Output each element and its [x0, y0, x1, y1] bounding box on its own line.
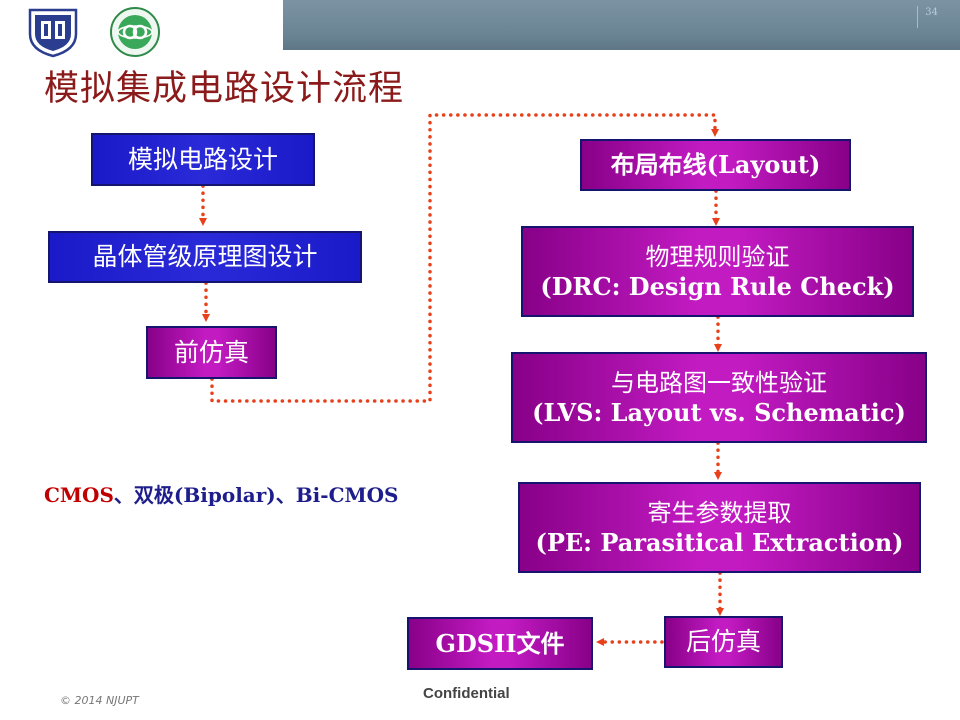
step-label: 模拟电路设计 — [127, 144, 278, 174]
step-gdsii-file: GDSII文件 — [407, 617, 593, 670]
arrow-presim-to-layout — [210, 113, 719, 403]
note-others: 、双极(Bipolar)、Bi-CMOS — [113, 483, 399, 507]
step-sublabel: (LVS: Layout vs. Schematic) — [532, 397, 906, 427]
step-analog-circuit-design: 模拟电路设计 — [91, 133, 315, 186]
step-label: 物理规则验证 — [645, 242, 790, 271]
step-drc: 物理规则验证 (DRC: Design Rule Check) — [521, 226, 914, 317]
note-cmos: CMOS — [44, 483, 114, 507]
step-label: 与电路图一致性验证 — [611, 368, 827, 397]
step-sublabel: (DRC: Design Rule Check) — [540, 271, 895, 301]
step-label: 布局布线(Layout) — [610, 150, 821, 179]
step-label: 后仿真 — [685, 627, 761, 657]
step-parasitic-extraction: 寄生参数提取 (PE: Parasitical Extraction) — [518, 482, 921, 573]
step-pre-simulation: 前仿真 — [146, 326, 277, 379]
step-lvs: 与电路图一致性验证 (LVS: Layout vs. Schematic) — [511, 352, 927, 443]
step-sublabel: (PE: Parasitical Extraction) — [535, 527, 904, 557]
slide-number: 34 — [925, 7, 938, 18]
step-post-simulation: 后仿真 — [664, 616, 783, 668]
step-transistor-schematic-design: 晶体管级原理图设计 — [48, 231, 362, 283]
process-technology-note: CMOS、双极(Bipolar)、Bi-CMOS — [44, 479, 399, 508]
step-label: 前仿真 — [173, 337, 249, 367]
header-divider — [917, 6, 918, 28]
footer-copyright: © 2014 NJUPT — [60, 694, 139, 707]
footer-confidential: Confidential — [423, 685, 510, 702]
step-label: GDSII文件 — [435, 628, 565, 658]
header-bar — [283, 0, 960, 50]
university-logo-icon — [28, 8, 78, 58]
step-label: 寄生参数提取 — [647, 498, 792, 527]
step-layout: 布局布线(Layout) — [580, 139, 851, 191]
school-emblem-icon — [110, 7, 160, 57]
step-label: 晶体管级原理图设计 — [92, 242, 318, 272]
slide-title: 模拟集成电路设计流程 — [44, 69, 405, 109]
